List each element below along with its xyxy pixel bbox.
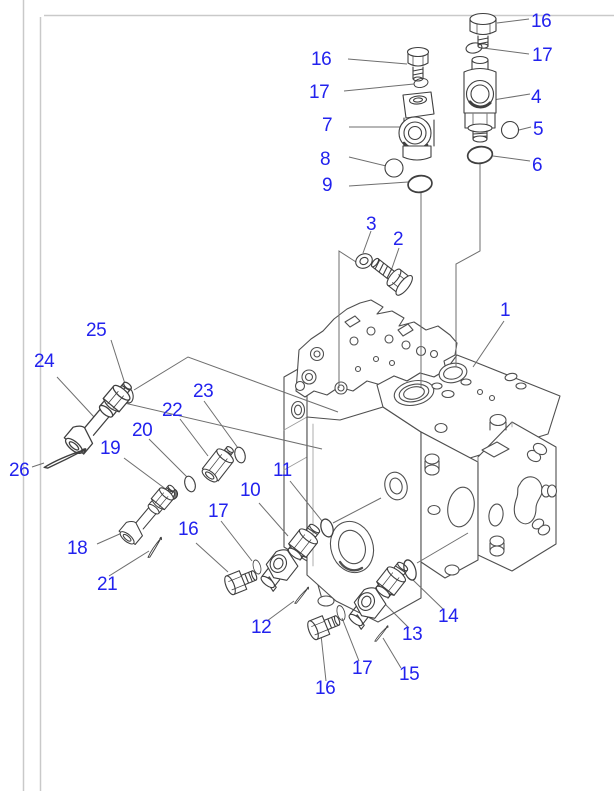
part-16-plug-bottom xyxy=(305,609,344,642)
part-7-valve-cartridge xyxy=(398,91,435,161)
part-26-seal-strip xyxy=(41,447,89,470)
part-16-hex-bolt-top-left xyxy=(406,46,430,82)
page-frame-lines xyxy=(22,0,614,791)
part-24-elbow-fitting xyxy=(60,373,138,459)
part-23-oring xyxy=(232,445,248,465)
part-4-valve-cartridge xyxy=(463,55,497,143)
part-2-bolt xyxy=(370,257,413,296)
part-18-elbow-fitting xyxy=(116,478,180,548)
leader-lines xyxy=(31,18,532,682)
part-15-seal-strip xyxy=(370,625,393,643)
part-22-straight-fitting xyxy=(198,441,240,486)
part-16-hex-bolt-top-right xyxy=(469,12,497,49)
part-20-oring xyxy=(182,474,198,494)
part-3-washer xyxy=(355,253,373,269)
part-21-seal-strip xyxy=(142,536,168,559)
part-8-ball xyxy=(384,158,404,178)
part-1-pump-body xyxy=(283,299,561,623)
part-5-ball xyxy=(500,120,520,140)
part-9-oring xyxy=(406,173,434,195)
part-6-oring xyxy=(465,144,495,166)
